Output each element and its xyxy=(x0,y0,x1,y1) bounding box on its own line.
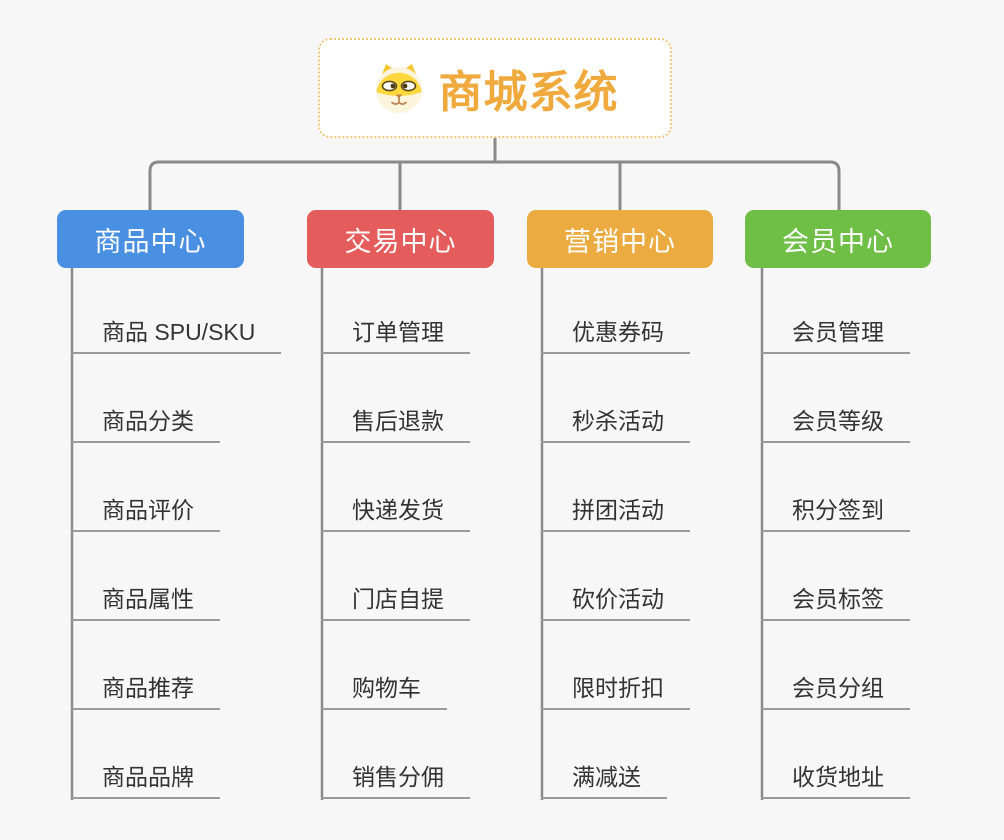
child-node[interactable]: 收货地址 xyxy=(761,763,910,799)
child-node[interactable]: 满减送 xyxy=(541,763,667,799)
dog-face-icon xyxy=(372,61,426,115)
branch-header-member-center[interactable]: 会员中心 xyxy=(745,210,931,268)
child-node[interactable]: 秒杀活动 xyxy=(541,407,690,443)
child-node[interactable]: 商品品牌 xyxy=(71,763,220,799)
child-node[interactable]: 订单管理 xyxy=(321,318,470,354)
child-node[interactable]: 会员分组 xyxy=(761,674,910,710)
child-node[interactable]: 积分签到 xyxy=(761,496,910,532)
branch-header-label: 营销中心 xyxy=(564,226,676,257)
child-node[interactable]: 购物车 xyxy=(321,674,447,710)
child-node[interactable]: 优惠券码 xyxy=(541,318,690,354)
child-node[interactable]: 售后退款 xyxy=(321,407,470,443)
root-node[interactable]: 商城系统 xyxy=(318,38,672,138)
branch-header-marketing-center[interactable]: 营销中心 xyxy=(527,210,713,268)
child-node[interactable]: 商品属性 xyxy=(71,585,220,621)
branch-header-trade-center[interactable]: 交易中心 xyxy=(307,210,494,268)
branch-header-label: 商品中心 xyxy=(94,226,207,257)
child-node[interactable]: 快递发货 xyxy=(321,496,470,532)
branch-rail-line xyxy=(148,160,841,213)
branch-header-product-center[interactable]: 商品中心 xyxy=(57,210,244,268)
branch-header-label: 交易中心 xyxy=(344,226,457,257)
child-node[interactable]: 门店自提 xyxy=(321,585,470,621)
child-node[interactable]: 拼团活动 xyxy=(541,496,690,532)
child-node[interactable]: 限时折扣 xyxy=(541,674,690,710)
child-node[interactable]: 商品推荐 xyxy=(71,674,220,710)
branch-header-label: 会员中心 xyxy=(782,226,894,257)
child-node[interactable]: 商品 SPU/SKU xyxy=(71,318,282,354)
child-node[interactable]: 砍价活动 xyxy=(541,585,690,621)
child-node[interactable]: 会员管理 xyxy=(761,318,910,354)
child-node[interactable]: 商品分类 xyxy=(71,407,220,443)
child-node[interactable]: 会员等级 xyxy=(761,407,910,443)
child-node[interactable]: 销售分佣 xyxy=(321,763,470,799)
child-node[interactable]: 商品评价 xyxy=(71,496,220,532)
root-title: 商城系统 xyxy=(438,68,619,117)
child-node[interactable]: 会员标签 xyxy=(761,585,910,621)
